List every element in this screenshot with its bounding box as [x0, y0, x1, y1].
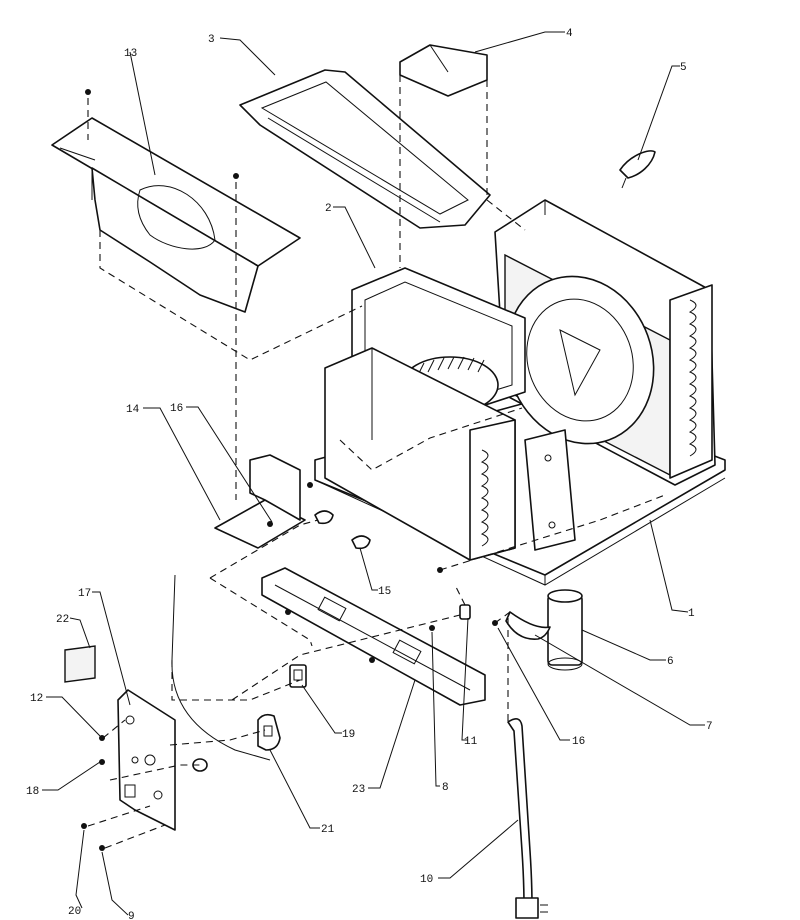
part-19-switch [289, 664, 307, 688]
callout-9: 9 [128, 911, 135, 920]
callout-6: 6 [667, 656, 674, 668]
assembly-dashed-lines [87, 75, 666, 849]
callout-5: 5 [680, 62, 687, 74]
part-15-clip [314, 510, 371, 550]
part-7-strap [505, 611, 551, 640]
callout-16a: 16 [170, 403, 183, 415]
condenser-shroud [494, 199, 716, 486]
part-21-thermostat [192, 713, 281, 772]
callout-23: 23 [352, 784, 365, 796]
callout-1: 1 [688, 608, 695, 620]
part-3-top-rail [239, 69, 491, 229]
callout-14: 14 [126, 404, 140, 416]
callout-labels: 13 3 4 5 2 14 16 15 1 6 7 16 11 8 23 10 … [26, 28, 713, 920]
leader-lines [42, 31, 705, 916]
control-mount-plate [524, 429, 576, 551]
part-11-fastener [459, 604, 471, 620]
callout-21: 21 [321, 824, 335, 836]
callout-17: 17 [78, 588, 91, 600]
callout-2: 2 [325, 203, 332, 215]
callout-18: 18 [26, 786, 39, 798]
part-14-bracket [214, 454, 306, 549]
callout-11: 11 [464, 736, 478, 748]
part-13-top-panel [51, 89, 301, 313]
panel-screws [81, 735, 105, 851]
evaporator-coil [324, 347, 516, 561]
callout-19: 19 [342, 729, 355, 741]
part-22-label [64, 645, 96, 683]
callout-15: 15 [378, 586, 391, 598]
callout-7: 7 [706, 721, 713, 733]
callout-12: 12 [30, 693, 43, 705]
part-4-top-bracket [399, 44, 488, 97]
condenser-coil [669, 284, 713, 479]
callout-10: 10 [420, 874, 433, 886]
callout-3: 3 [208, 34, 215, 46]
callout-20: 20 [68, 906, 81, 918]
callout-4: 4 [566, 28, 573, 40]
callout-13: 13 [124, 48, 137, 60]
part-17-control-panel [117, 689, 176, 831]
callout-8: 8 [442, 782, 449, 794]
callout-16b: 16 [572, 736, 585, 748]
callout-22: 22 [56, 614, 69, 626]
part-6-capacitor [547, 589, 583, 671]
part-10-power-cord [507, 718, 548, 919]
part-5-clip [619, 150, 656, 189]
